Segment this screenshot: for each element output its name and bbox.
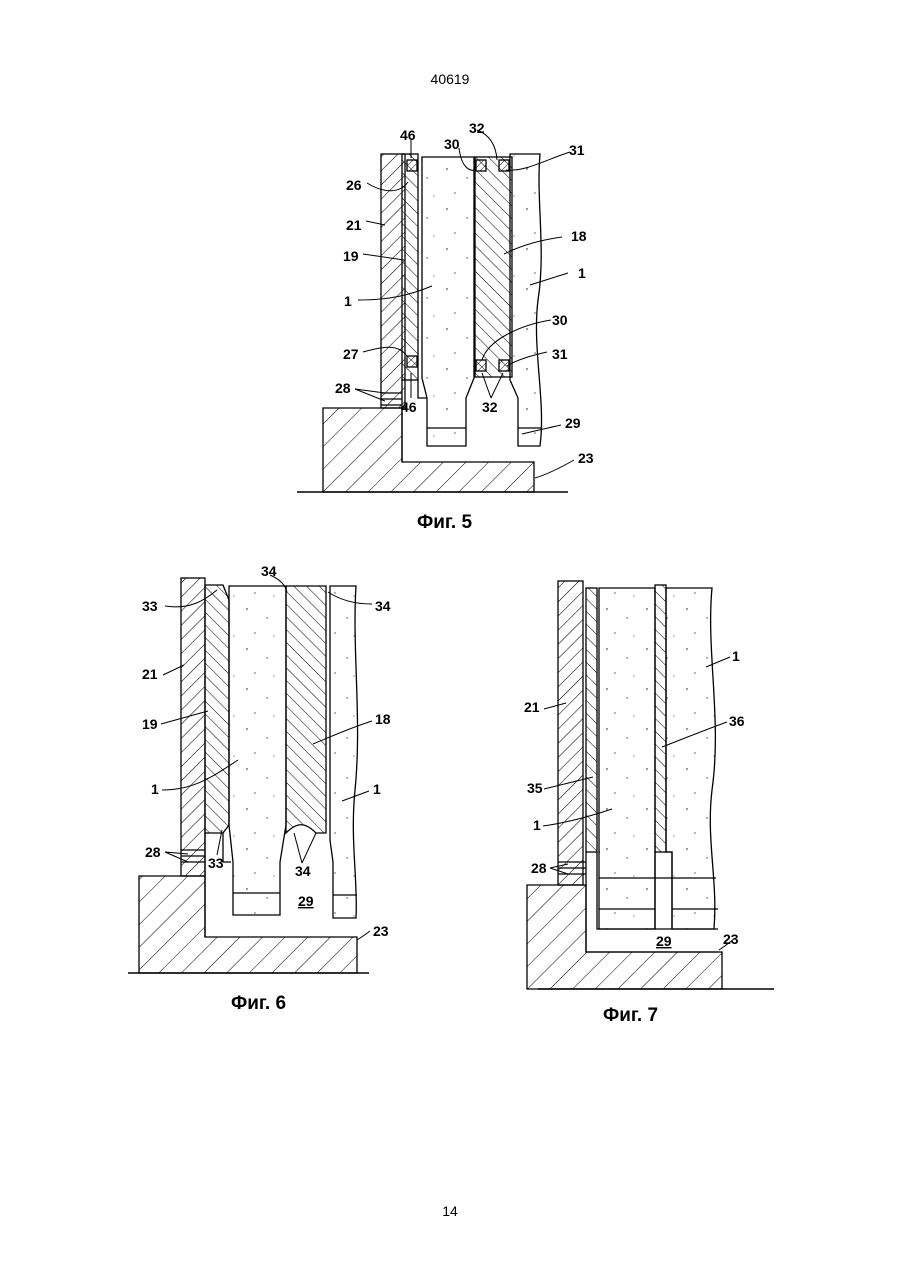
fig5-plunger-1 bbox=[422, 157, 474, 446]
fig5-label: 29 bbox=[565, 415, 581, 431]
fig6-label: 23 bbox=[373, 923, 389, 939]
fig6-label: 34 bbox=[375, 598, 391, 614]
fig6-label: 1 bbox=[151, 781, 159, 797]
fig5-label: 1 bbox=[344, 293, 352, 309]
fig5-ring-46-bottom bbox=[407, 356, 417, 367]
fig6-plunger-1 bbox=[229, 586, 286, 915]
fig5-label: 18 bbox=[571, 228, 587, 244]
fig5-label: 30 bbox=[552, 312, 568, 328]
fig5-label: 32 bbox=[482, 399, 498, 415]
fig5-label: 31 bbox=[569, 142, 585, 158]
fig7-label: 23 bbox=[723, 931, 739, 947]
fig5-label: 46 bbox=[401, 399, 417, 415]
fig5-ring-32-top-left bbox=[476, 160, 486, 171]
figure-7-caption: Фиг. 7 bbox=[603, 1005, 658, 1027]
fig6-block-1 bbox=[330, 586, 358, 918]
figure-7-drawing bbox=[527, 581, 774, 989]
fig5-block-1 bbox=[510, 154, 542, 446]
fig7-label: 21 bbox=[524, 699, 540, 715]
fig5-label: 32 bbox=[469, 120, 485, 136]
fig5-ring-46-top bbox=[407, 160, 417, 171]
fig7-liner-35 bbox=[586, 588, 597, 852]
fig7-label: 1 bbox=[732, 648, 740, 664]
fig7-label: 35 bbox=[527, 780, 543, 796]
fig5-label: 21 bbox=[346, 217, 362, 233]
fig5-label: 31 bbox=[552, 346, 568, 362]
fig7-liner-36 bbox=[655, 585, 666, 852]
figure-5-caption: Фиг. 5 bbox=[417, 512, 472, 534]
fig6-sleeve-19 bbox=[205, 585, 229, 833]
figure-6-drawing bbox=[128, 575, 372, 973]
fig6-label: 34 bbox=[261, 563, 277, 579]
fig6-wall-21 bbox=[181, 578, 205, 876]
fig5-label: 26 bbox=[346, 177, 362, 193]
figure-6-caption: Фиг. 6 bbox=[231, 993, 286, 1015]
fig6-label: 33 bbox=[142, 598, 158, 614]
fig7-wall-21 bbox=[558, 581, 583, 885]
fig5-label: 23 bbox=[578, 450, 594, 466]
fig6-label: 34 bbox=[295, 863, 311, 879]
fig5-label: 19 bbox=[343, 248, 359, 264]
page-number: 14 bbox=[0, 1203, 900, 1219]
fig6-label: 21 bbox=[142, 666, 158, 682]
fig5-sleeve-19 bbox=[402, 154, 418, 380]
fig5-label: 1 bbox=[578, 265, 586, 281]
fig6-label: 19 bbox=[142, 716, 158, 732]
fig5-ring-32-bottom-left bbox=[476, 360, 486, 371]
fig6-label: 33 bbox=[208, 855, 224, 871]
fig6-label: 1 bbox=[373, 781, 381, 797]
fig6-label: 28 bbox=[145, 844, 161, 860]
fig5-label: 28 bbox=[335, 380, 351, 396]
fig6-label: 29 bbox=[298, 893, 314, 909]
fig5-label: 27 bbox=[343, 346, 359, 362]
fig6-sleeve-18 bbox=[286, 586, 326, 833]
fig5-ring-32-top-right bbox=[499, 160, 509, 171]
fig7-label: 1 bbox=[533, 817, 541, 833]
fig5-label: 46 bbox=[400, 127, 416, 143]
figure-5-drawing bbox=[297, 130, 574, 492]
fig5-label: 30 bbox=[444, 136, 460, 152]
fig7-label: 29 bbox=[656, 933, 672, 949]
fig7-label: 28 bbox=[531, 860, 547, 876]
fig7-label: 36 bbox=[729, 713, 745, 729]
fig6-label: 18 bbox=[375, 711, 391, 727]
